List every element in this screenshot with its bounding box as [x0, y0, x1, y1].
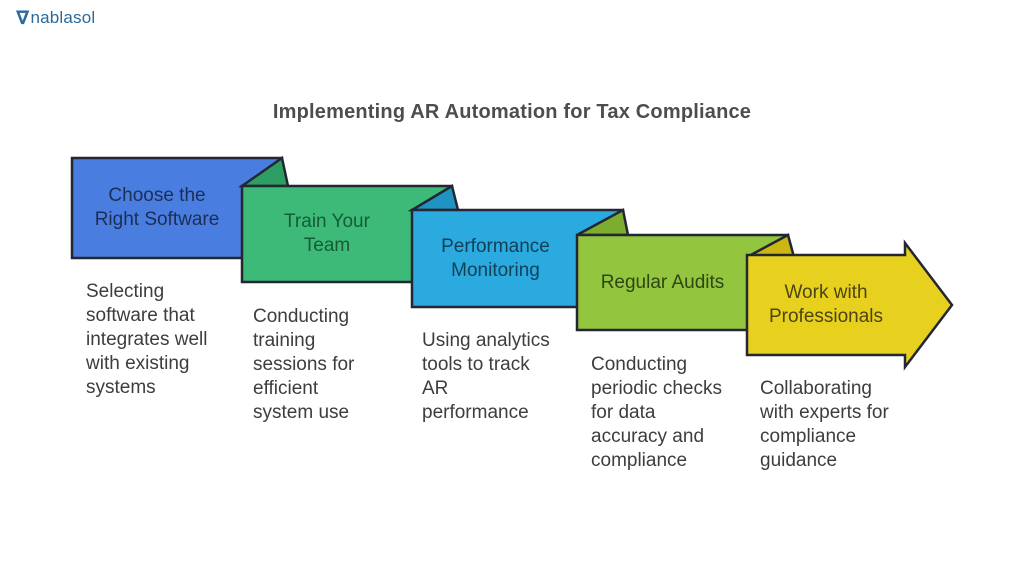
nablasol-logo: ∇ nablasol	[16, 8, 95, 28]
stage-4-description: Conducting periodic checks for data accu…	[591, 354, 722, 471]
stage-1-description: Selecting software that integrates well …	[86, 281, 208, 398]
diagram-title: Implementing AR Automation for Tax Compl…	[272, 101, 752, 123]
stage-5-arrow-shape	[745, 239, 954, 371]
stage-5-description: Collaborating with experts for complianc…	[760, 378, 889, 471]
logo-text: nablasol	[30, 8, 96, 27]
stage-2-description: Conducting training sessions for efficie…	[253, 306, 355, 423]
nabla-icon: ∇	[16, 7, 30, 29]
stage-3-description: Using analytics tools to track AR perfor…	[422, 330, 550, 423]
